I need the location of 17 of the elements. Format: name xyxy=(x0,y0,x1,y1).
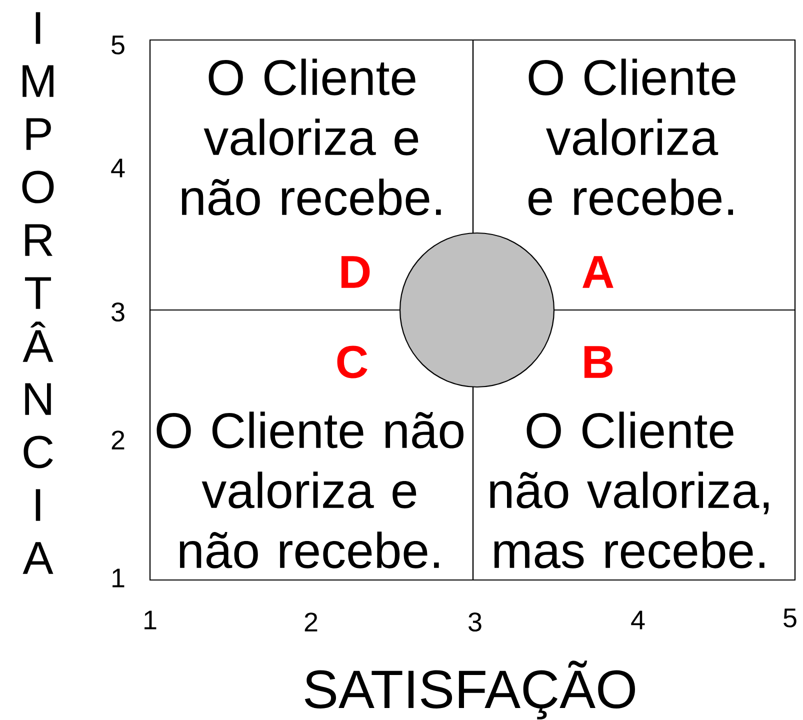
axis-title: IMPORTÂNCIA xyxy=(22,12,54,574)
quadrant-letter: A xyxy=(582,256,614,288)
tick-label: 2 xyxy=(112,430,124,450)
quadrant-letter: D xyxy=(341,256,370,288)
tick-label: 1 xyxy=(144,610,156,630)
circle xyxy=(399,232,555,388)
tick-label: 3 xyxy=(112,302,124,322)
tick-label: 5 xyxy=(784,608,796,628)
quadrant-letter: C xyxy=(337,346,368,378)
tick-label: 3 xyxy=(468,612,482,632)
quadrant-letter: B xyxy=(584,346,613,378)
tick-label: 4 xyxy=(631,610,645,630)
tick-label: 1 xyxy=(112,568,124,588)
tick-label: 4 xyxy=(111,158,125,178)
axis-title: SATISFAÇÃO xyxy=(304,660,635,720)
tick-label: 5 xyxy=(112,36,124,54)
tick-label: 2 xyxy=(304,612,318,632)
